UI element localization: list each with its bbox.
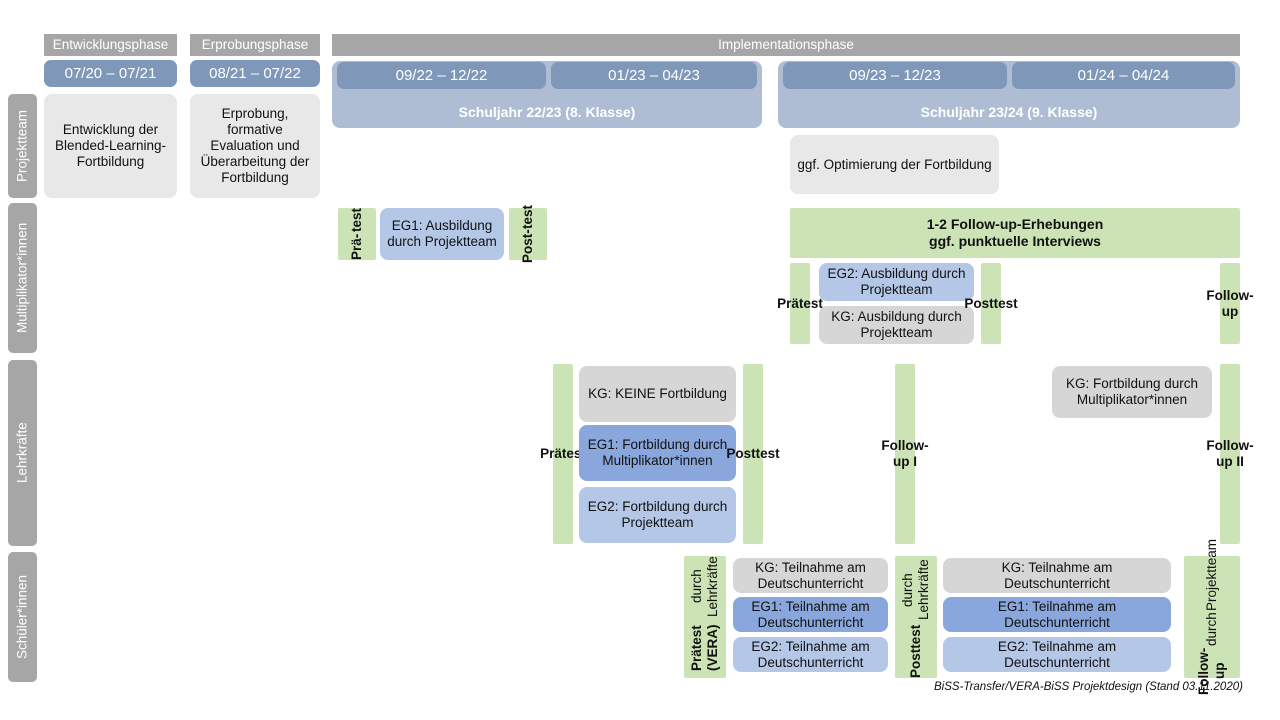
row-label-schuelerinnen: Schüler*innen [8, 552, 37, 682]
card-eg2-teilnahme-b: EG2: Teilnahme am Deutschunterricht [943, 637, 1171, 672]
card-eg2-ausbildung-projektteam: EG2: Ausbildung durch Projektteam [819, 263, 974, 301]
posttest-line2: test [520, 204, 536, 229]
row-label-projektteam: Projektteam [8, 94, 37, 198]
praetest-vera-line1: Prätest (VERA) [689, 624, 720, 672]
card-kg-keine-fortbildung: KG: KEINE Fortbildung [579, 366, 736, 422]
band-followup-erhebungen: 1-2 Follow-up-Erhebungen ggf. punktuelle… [790, 208, 1240, 258]
green-followup-multiplikatoren: Follow-up [1206, 263, 1254, 344]
green-posttest-multiplikatoren-b: Posttest [964, 263, 1018, 344]
followup-band-line1: 1-2 Follow-up-Erhebungen [926, 216, 1104, 233]
card-eg1-teilnahme-a: EG1: Teilnahme am Deutschunterricht [733, 597, 888, 632]
card-erprobung-evaluation: Erprobung, formative Evaluation und Über… [190, 94, 320, 198]
phase-header-entwicklungsphase: Entwicklungsphase [44, 34, 177, 56]
followup-schueler-line2: durch [1204, 612, 1220, 647]
date-bar-0922-1222: 09/22 – 12/22 [337, 62, 546, 89]
green-followup-2-lehrkraefte: Follow-up II [1206, 364, 1254, 544]
card-kg-teilnahme-b: KG: Teilnahme am Deutschunterricht [943, 558, 1171, 593]
phase-header-implementationsphase: Implementationsphase [332, 34, 1240, 56]
green-posttest-lehrkraefte: Posttest [726, 364, 780, 544]
footer-credit: BiSS-Transfer/VERA-BiSS Projektdesign (S… [934, 681, 1243, 693]
followup-schueler-line3: Projektteam [1204, 539, 1220, 612]
phase-header-erprobungsphase: Erprobungsphase [190, 34, 320, 56]
date-bar-0124-0424: 01/24 – 04/24 [1012, 62, 1235, 89]
green-praetest-multiplikatoren-b: Prätest [777, 263, 823, 344]
posttest-schueler-line2: durch Lehrkräfte [900, 559, 931, 621]
card-kg-teilnahme-a: KG: Teilnahme am Deutschunterricht [733, 558, 888, 593]
date-bar-0123-0423: 01/23 – 04/23 [551, 62, 757, 89]
posttest-line1: Post- [520, 229, 536, 264]
date-bar-0923-1223: 09/23 – 12/23 [783, 62, 1007, 89]
green-praetest-vera-schueler: Prätest (VERA) durch Lehrkräfte [684, 556, 726, 678]
card-kg-ausbildung-projektteam: KG: Ausbildung durch Projektteam [819, 306, 974, 344]
green-posttest-multiplikatoren-a: Post- test [509, 204, 547, 263]
card-eg1-ausbildung-projektteam: EG1: Ausbildung durch Projektteam [380, 208, 504, 260]
card-kg-fortbildung-multiplikatoren: KG: Fortbildung durch Multiplikator*inne… [1052, 366, 1212, 418]
row-label-lehrkraefte: Lehrkräfte [8, 360, 37, 546]
posttest-schueler-line1: Posttest [908, 624, 924, 678]
praetest-line2: test [349, 208, 365, 233]
card-eg1-teilnahme-b: EG1: Teilnahme am Deutschunterricht [943, 597, 1171, 632]
followup-band-line2: ggf. punktuelle Interviews [929, 233, 1101, 249]
green-praetest-multiplikatoren-a: Prä- test [338, 208, 376, 260]
card-optimierung-fortbildung: ggf. Optimierung der Fortbildung [790, 135, 999, 194]
praetest-vera-line2: durch Lehrkräfte [689, 556, 720, 617]
card-entwicklung-fortbildung: Entwicklung der Blended-Learning-Fortbil… [44, 94, 177, 198]
card-eg2-teilnahme-a: EG2: Teilnahme am Deutschunterricht [733, 637, 888, 672]
green-posttest-schueler: Posttest durch Lehrkräfte [895, 556, 937, 678]
green-praetest-lehrkraefte: Prätest [540, 364, 586, 544]
card-eg2-fortbildung-projektteam: EG2: Fortbildung durch Projektteam [579, 487, 736, 543]
green-followup-1-lehrkraefte: Follow-up I [881, 364, 929, 544]
green-followup-schueler: Follow-up durch Projektteam [1184, 539, 1240, 695]
card-eg1-fortbildung-multiplikatoren: EG1: Fortbildung durch Multiplikator*inn… [579, 425, 736, 481]
date-bar-0720-0721: 07/20 – 07/21 [44, 60, 177, 87]
date-bar-0821-0722: 08/21 – 07/22 [190, 60, 320, 87]
row-label-multiplikatorinnen: Multiplikator*innen [8, 203, 37, 353]
praetest-line1: Prä- [349, 233, 365, 260]
